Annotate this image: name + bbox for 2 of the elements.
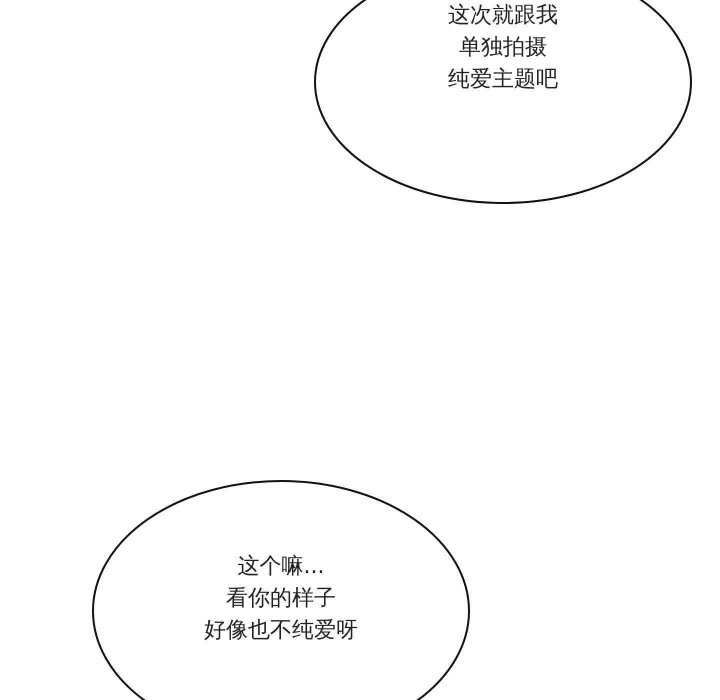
dialogue-text: 这个嘛...看你的样子好像也不纯爱呀 [203,553,359,645]
dialogue-text: 这次就跟我单独拍摄纯爱主题吧 [447,2,559,94]
